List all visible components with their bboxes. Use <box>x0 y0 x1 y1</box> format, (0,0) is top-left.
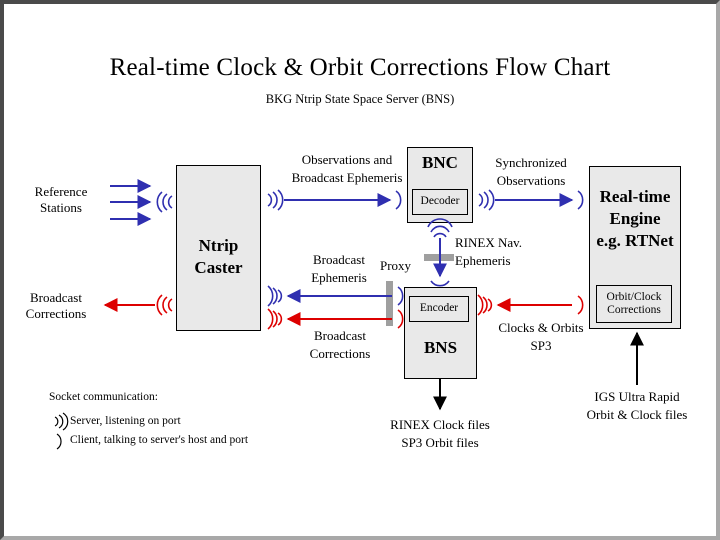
subbox-orbit-clock-line2: Corrections <box>607 304 661 316</box>
client-socket-icon-bns-top <box>430 280 450 287</box>
legend-title: Socket communication: <box>49 391 158 403</box>
server-socket-icon-caster-left-red <box>156 294 173 316</box>
label-clocks-orbits-line1: Clocks & Orbits <box>498 320 584 335</box>
label-broadcast-corrections-left-line1: Broadcast <box>30 290 82 305</box>
proxy-bar-vertical <box>386 281 393 326</box>
legend-server-socket-icon <box>54 412 69 431</box>
client-socket-icon-bns-left-blue <box>397 286 404 306</box>
label-observations-line2: Broadcast Ephemeris <box>291 170 403 185</box>
box-bnc-label: BNC <box>422 153 458 172</box>
page-title: Real-time Clock & Orbit Corrections Flow… <box>109 54 611 81</box>
label-observations-line1: Observations and <box>301 152 393 167</box>
subbox-encoder: Encoder <box>409 296 469 322</box>
legend-client-text: Client, talking to server's host and por… <box>70 434 249 446</box>
label-broadcast-ephemeris-line2: Ephemeris <box>311 270 367 285</box>
label-igs-ultra-rapid-line2: Orbit & Clock files <box>586 407 688 422</box>
server-socket-icon-caster-right-obs <box>267 189 284 211</box>
server-socket-icon-bnc-right <box>478 189 495 211</box>
box-ntrip-caster <box>176 165 261 331</box>
label-broadcast-ephemeris-line1: Broadcast <box>313 252 365 267</box>
page-subtitle: BKG Ntrip State Space Server (BNS) <box>265 92 455 106</box>
box-realtime-engine-line1: Real-time <box>599 187 671 206</box>
box-bns-label: BNS <box>423 338 458 357</box>
server-socket-icon-caster-left-blue <box>156 191 173 213</box>
legend-server-text: Server, listening on port <box>70 415 181 427</box>
label-reference-stations-line2: Stations <box>40 200 82 215</box>
label-rinex-nav-line1: RINEX Nav. <box>455 235 523 250</box>
subbox-orbit-clock-line1: Orbit/Clock <box>606 290 662 303</box>
server-socket-icon-bns-right-red <box>477 294 493 316</box>
label-synchronized-line2: Observations <box>496 173 566 188</box>
label-broadcast-corrections-mid-line1: Broadcast <box>314 328 366 343</box>
subbox-decoder: Decoder <box>412 189 468 215</box>
label-rinex-clock-files-line2: SP3 Orbit files <box>401 435 479 450</box>
label-rinex-clock-files-line1: RINEX Clock files <box>390 417 490 432</box>
client-socket-icon-engine-left-blue <box>577 190 584 210</box>
label-clocks-orbits-line2: SP3 <box>530 338 552 353</box>
box-ntrip-caster-label-line1: Ntrip <box>198 236 239 255</box>
server-socket-icon-caster-right-blue <box>267 285 283 307</box>
box-ntrip-caster-label-line2: Caster <box>194 258 243 277</box>
label-reference-stations-line1: Reference <box>34 184 88 199</box>
label-rinex-nav-line2: Ephemeris <box>455 253 511 268</box>
label-synchronized-line1: Synchronized <box>495 155 567 170</box>
client-socket-icon-bns-left-red <box>397 309 404 329</box>
label-proxy: Proxy <box>380 258 412 273</box>
box-realtime-engine-line2: Engine <box>609 209 661 228</box>
label-broadcast-corrections-left-line2: Corrections <box>25 306 87 321</box>
label-broadcast-corrections-mid-line2: Corrections <box>309 346 371 361</box>
legend-client-socket-icon <box>56 433 62 450</box>
box-realtime-engine-line3: e.g. RTNet <box>596 231 674 250</box>
subbox-orbit-clock-corrections: Orbit/Clock Corrections <box>596 285 672 323</box>
label-igs-ultra-rapid-line1: IGS Ultra Rapid <box>594 389 680 404</box>
server-socket-icon-bnc-bottom <box>427 218 453 238</box>
client-socket-icon-bnc-left <box>395 190 402 210</box>
server-socket-icon-caster-right-red <box>267 308 283 330</box>
client-socket-icon-engine-left-red <box>577 295 584 315</box>
